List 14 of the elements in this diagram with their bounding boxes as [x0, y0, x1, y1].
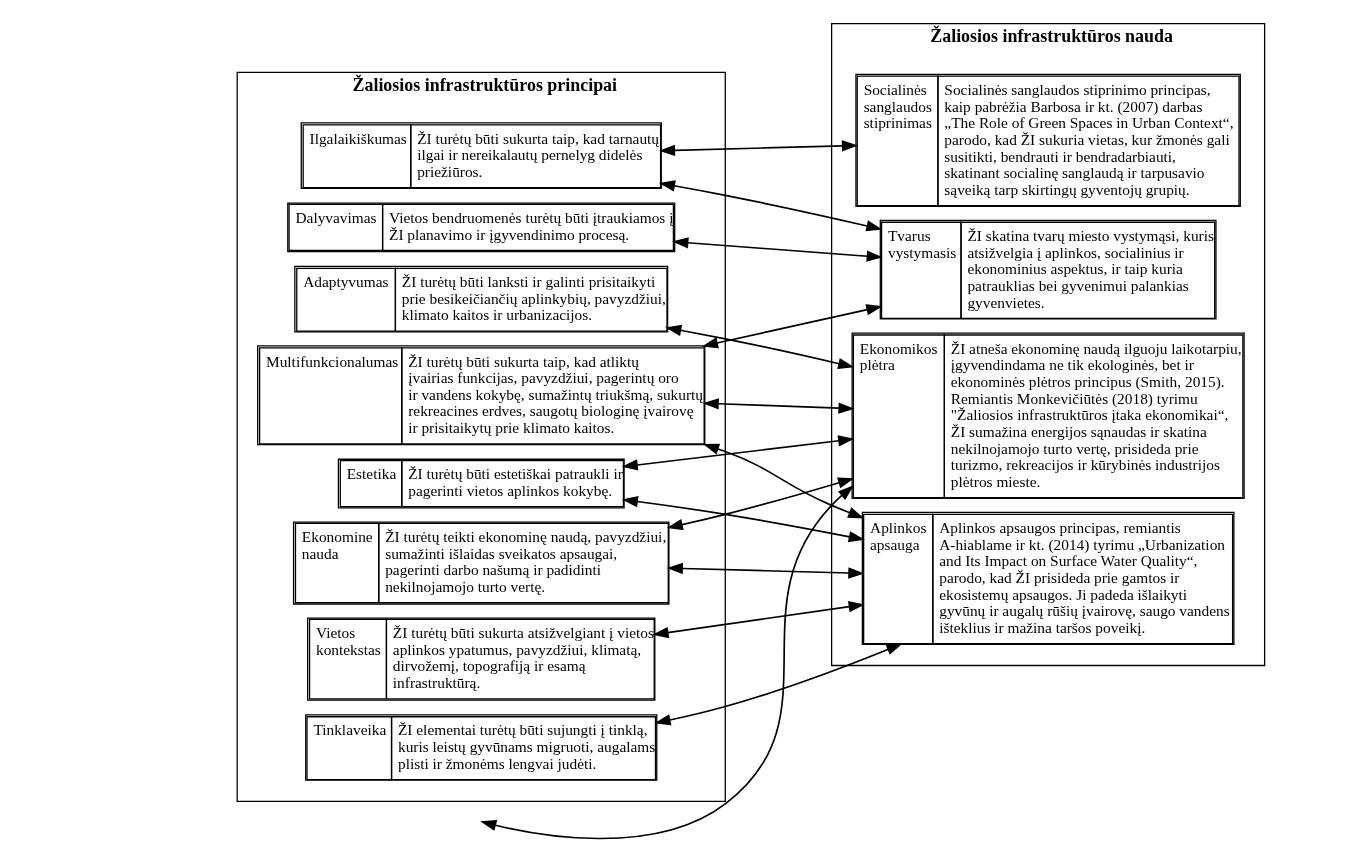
arrow [621, 435, 855, 471]
arrow [480, 485, 854, 840]
arrow [666, 562, 865, 579]
arrow [658, 140, 859, 157]
arrow [658, 180, 883, 232]
arrow [654, 643, 903, 726]
arrow [672, 237, 883, 262]
arrow [666, 477, 855, 531]
arrow [652, 601, 865, 639]
arrow [702, 398, 855, 414]
arrow [621, 496, 865, 543]
arrow [701, 304, 883, 349]
arrow [665, 324, 855, 370]
arrow [703, 443, 865, 519]
